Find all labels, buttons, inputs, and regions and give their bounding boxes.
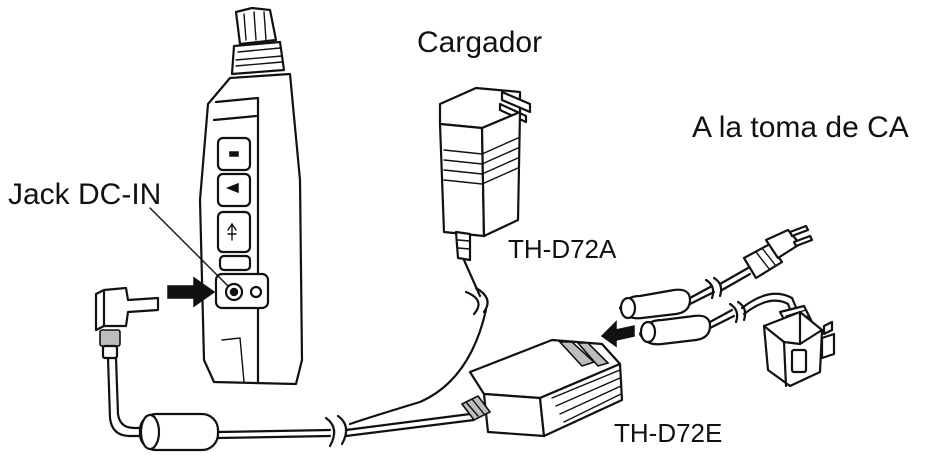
charger-cable	[350, 260, 488, 424]
arrow-left-icon	[602, 322, 634, 346]
ac-outlet-label: A la toma de CA	[692, 113, 909, 143]
dc-plug	[96, 288, 158, 358]
charger-label: Cargador	[417, 28, 542, 58]
dc-in-jack-label: Jack DC-IN	[8, 180, 161, 210]
ac-adapter-plug	[764, 306, 834, 386]
model-e-label: TH-D72E	[614, 420, 722, 446]
ac-adapter-th-d72e	[462, 340, 622, 436]
radio-transceiver	[200, 8, 302, 384]
model-a-label: TH-D72A	[508, 236, 616, 262]
